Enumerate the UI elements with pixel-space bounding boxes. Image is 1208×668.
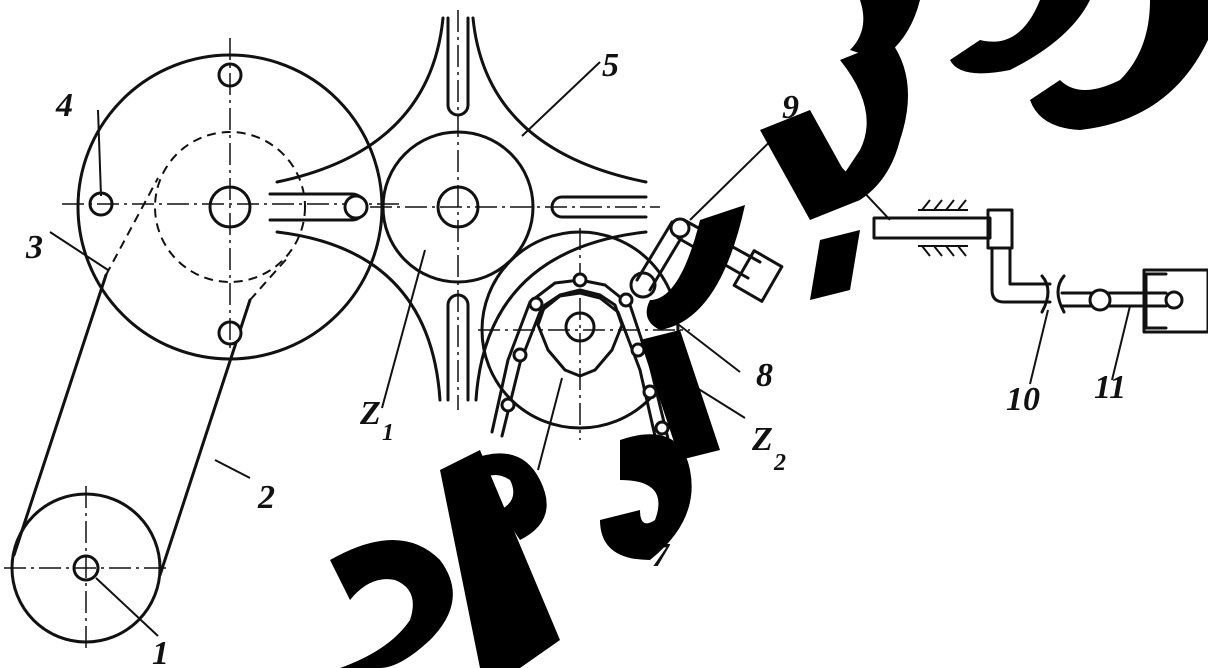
crank-arm — [268, 192, 369, 222]
label-z2-subscript: 2 — [773, 450, 786, 476]
drive-pulley — [4, 486, 170, 650]
label-10: 10 — [1006, 381, 1040, 418]
label-z1-subscript: 1 — [382, 420, 394, 446]
label-11: 11 — [1094, 369, 1126, 406]
label-3: 3 — [25, 229, 43, 266]
label-4: 4 — [55, 87, 73, 124]
leader-lines — [49, 61, 1131, 637]
watermark — [330, 0, 1208, 668]
sprocket-disc — [478, 228, 690, 440]
label-2: 2 — [257, 479, 275, 516]
callout-labels: 1 2 3 4 5 6 7 8 9 10 11 Z 1 Z 2 — [25, 47, 1126, 668]
driving-disc — [62, 38, 400, 361]
belt — [12, 273, 252, 577]
label-z2: Z — [751, 421, 773, 458]
chain — [490, 272, 674, 460]
label-5: 5 — [602, 47, 619, 84]
label-8: 8 — [756, 357, 773, 394]
maltese-cross — [275, 10, 660, 410]
label-z1: Z — [359, 395, 381, 432]
rod-assembly — [872, 199, 1208, 334]
label-1: 1 — [152, 635, 169, 668]
